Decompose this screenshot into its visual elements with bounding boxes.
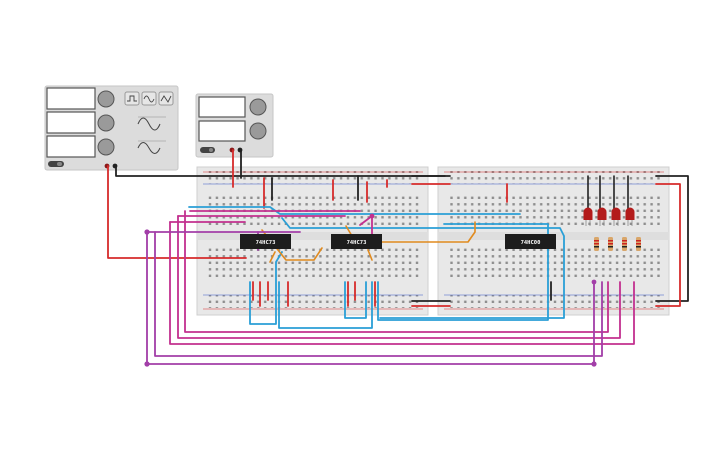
sine-wave-button[interactable] xyxy=(141,91,157,106)
amplitude-display xyxy=(46,111,96,134)
sine-wave-icon xyxy=(143,95,155,103)
wire[interactable] xyxy=(115,165,446,177)
frequency-knob[interactable] xyxy=(97,90,115,108)
wire[interactable] xyxy=(107,165,247,259)
wire[interactable] xyxy=(146,231,595,365)
breadboard-left[interactable] xyxy=(196,166,429,316)
chip-label: 74HC00 xyxy=(521,240,541,246)
wire[interactable] xyxy=(377,223,549,321)
resistor[interactable] xyxy=(622,237,627,251)
breadboard-right[interactable] xyxy=(437,166,670,316)
offset-display xyxy=(46,135,96,158)
wire[interactable] xyxy=(655,175,689,302)
square-wave-icon xyxy=(127,95,137,102)
wire[interactable] xyxy=(278,281,373,329)
chip-label: 74HC73 xyxy=(347,240,367,246)
wire[interactable] xyxy=(379,221,476,243)
current-display xyxy=(198,120,246,142)
led[interactable] xyxy=(611,207,621,227)
wire[interactable] xyxy=(154,231,603,357)
ic-74hc00[interactable]: 74HC00 xyxy=(505,234,556,249)
led-array[interactable] xyxy=(583,207,635,227)
resistor[interactable] xyxy=(594,237,599,251)
wire[interactable] xyxy=(184,210,609,333)
wire[interactable] xyxy=(177,215,621,339)
wire[interactable] xyxy=(169,221,635,345)
amplitude-knob[interactable] xyxy=(97,114,115,132)
offset-knob[interactable] xyxy=(97,138,115,156)
ic-74hc73-right[interactable]: 74HC73 xyxy=(331,234,382,249)
wire[interactable] xyxy=(269,251,276,263)
wire[interactable] xyxy=(359,215,373,226)
ic-74hc73-left[interactable]: 74HC73 xyxy=(240,234,291,249)
resistor[interactable] xyxy=(608,237,613,251)
waveform-preview-icon xyxy=(137,117,161,131)
wire-layer[interactable] xyxy=(107,149,689,365)
wire[interactable] xyxy=(281,217,565,319)
wire[interactable] xyxy=(344,281,367,319)
frequency-display xyxy=(46,87,96,110)
chip-label: 74HC73 xyxy=(256,240,276,246)
voltage-display xyxy=(198,96,246,118)
triangle-wave-icon xyxy=(160,95,172,103)
wire[interactable] xyxy=(655,183,681,307)
wire-junctions xyxy=(144,213,597,367)
voltage-knob[interactable] xyxy=(249,98,267,116)
function-generator[interactable] xyxy=(44,85,179,171)
current-knob[interactable] xyxy=(249,122,267,140)
resistor-array[interactable] xyxy=(594,237,641,251)
resistor[interactable] xyxy=(636,237,641,251)
led[interactable] xyxy=(583,207,593,227)
power-supply[interactable] xyxy=(195,93,274,158)
square-wave-button[interactable] xyxy=(124,91,140,106)
led[interactable] xyxy=(597,207,607,227)
triangle-wave-button[interactable] xyxy=(158,91,174,106)
led[interactable] xyxy=(625,207,635,227)
wire[interactable] xyxy=(249,251,283,325)
wire[interactable] xyxy=(367,249,373,261)
waveform-preview-icon xyxy=(137,142,161,154)
